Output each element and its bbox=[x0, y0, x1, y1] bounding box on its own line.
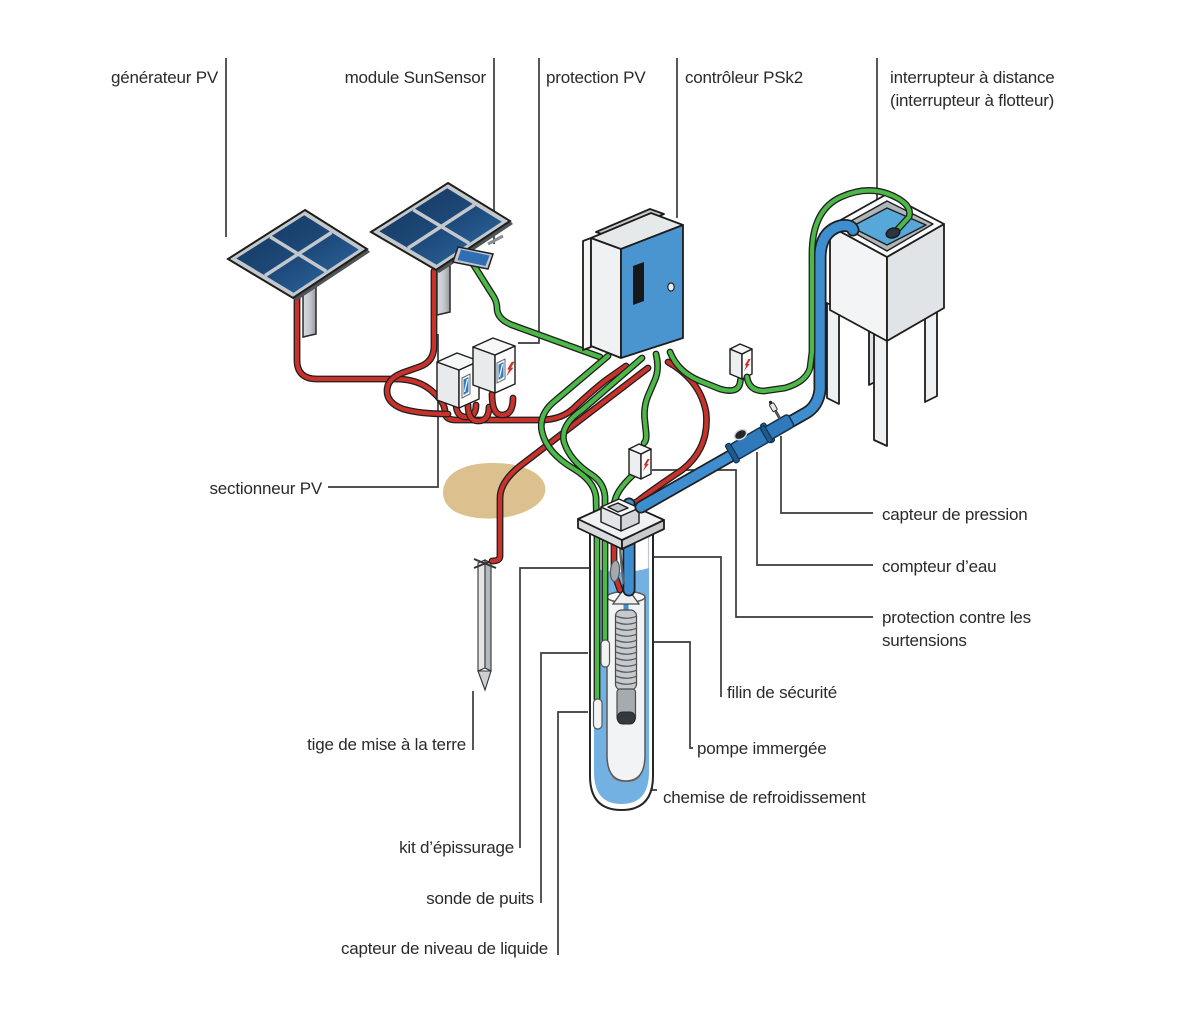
label-tige-terre: tige de mise à la terre bbox=[307, 735, 466, 754]
float-switch bbox=[747, 190, 910, 391]
label-kit-epissurage: kit d’épissurage bbox=[399, 838, 514, 857]
label-surtensions-line1: protection contre les bbox=[882, 608, 1031, 627]
leader-niveau bbox=[557, 711, 588, 955]
label-capteur-pression: capteur de pression bbox=[882, 505, 1028, 524]
controller-knob bbox=[667, 282, 675, 292]
submersible-pump bbox=[611, 584, 641, 725]
label-pompe-immergee: pompe immergée bbox=[697, 739, 827, 758]
leader-surtensions bbox=[652, 469, 873, 618]
controller-psk2 bbox=[582, 208, 684, 359]
solar-panel-1 bbox=[226, 208, 370, 301]
sunsensor-module bbox=[452, 234, 504, 270]
well-probe bbox=[600, 639, 611, 668]
splice-kit bbox=[609, 559, 621, 583]
ground-patch bbox=[443, 463, 546, 519]
label-filin-securite: filin de sécurité bbox=[727, 683, 837, 702]
pressure-sensor bbox=[759, 400, 795, 444]
surge-protector-a bbox=[628, 443, 652, 480]
leader-compteur-eau bbox=[756, 452, 873, 566]
leader-kit bbox=[519, 567, 607, 848]
label-compteur-eau: compteur d’eau bbox=[882, 557, 997, 576]
meter-dial bbox=[733, 428, 748, 441]
well-head bbox=[577, 498, 665, 550]
label-interrupteur-line1: interrupteur à distance bbox=[890, 68, 1055, 87]
label-protection-pv: protection PV bbox=[546, 68, 646, 87]
storage-tank bbox=[826, 193, 945, 447]
label-controleur-psk2: contrôleur PSk2 bbox=[685, 68, 803, 87]
label-sonde-puits: sonde de puits bbox=[426, 889, 534, 908]
label-interrupteur-line2: (interrupteur à flotteur) bbox=[890, 91, 1055, 110]
leader-protection-pv bbox=[518, 58, 540, 344]
liquid-level-sensor bbox=[592, 698, 603, 730]
leader-lines bbox=[225, 58, 878, 955]
pv-array bbox=[226, 181, 513, 338]
pv-disconnect-box-2 bbox=[472, 337, 516, 394]
leader-pompe bbox=[636, 641, 693, 749]
leader-capteur-pression bbox=[780, 436, 873, 514]
leader-filin bbox=[623, 556, 722, 697]
surge-protector-b bbox=[729, 343, 753, 380]
leader-sonde bbox=[540, 652, 588, 903]
label-module-sunsensor: module SunSensor bbox=[344, 68, 487, 87]
label-capteur-niveau: capteur de niveau de liquide bbox=[340, 939, 548, 958]
label-surtensions-line2: surtensions bbox=[882, 631, 967, 650]
label-chemise-refroidissement: chemise de refroidissement bbox=[663, 788, 866, 807]
ground-rod bbox=[473, 558, 497, 692]
label-sectionneur-pv: sectionneur PV bbox=[209, 479, 323, 498]
controller-display bbox=[633, 262, 644, 305]
label-generateur-pv: générateur PV bbox=[110, 68, 218, 87]
